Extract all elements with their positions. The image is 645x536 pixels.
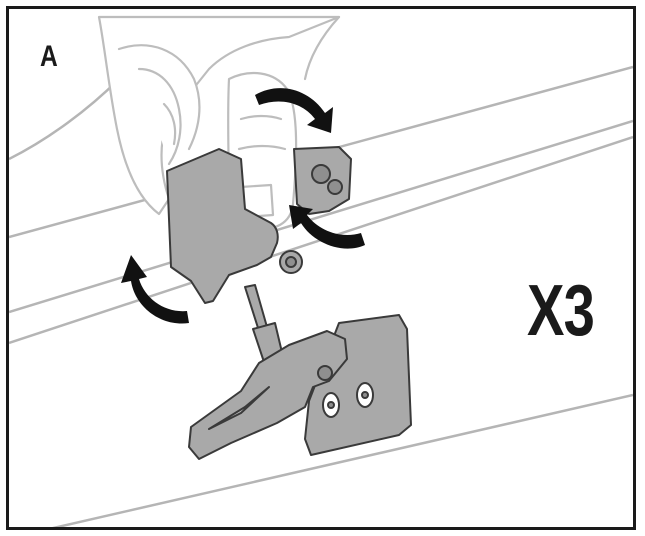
quantity-label: X3 [527,275,594,347]
clip-icon [189,315,411,459]
instruction-panel: A X3 [6,6,636,530]
assembly-illustration [9,9,633,527]
step-label: A [40,42,58,72]
